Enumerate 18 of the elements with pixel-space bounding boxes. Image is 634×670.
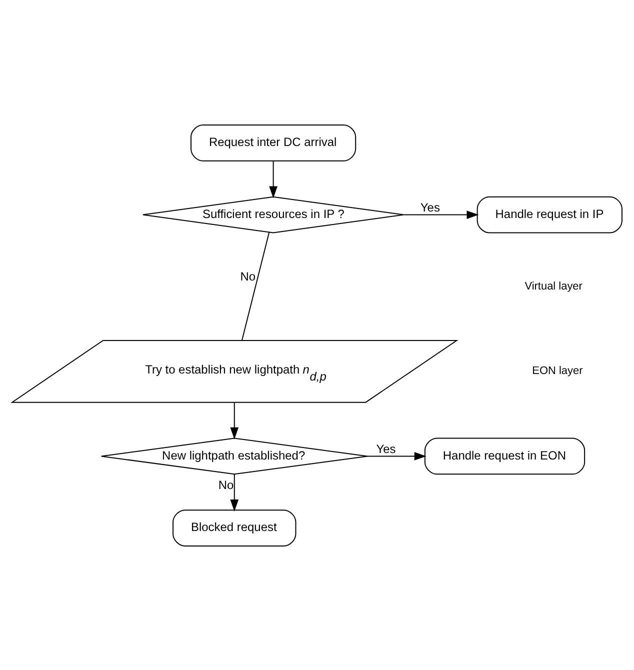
label: EON layer (532, 364, 583, 377)
node-box: Request inter DC arrival (190, 124, 356, 161)
connector (242, 231, 270, 340)
label: Virtual layer (524, 280, 582, 292)
arrow (269, 160, 278, 198)
node-box: Blocked request (172, 509, 296, 546)
edge-label: Yes (376, 441, 396, 456)
node-diamond: New lightpath established? (100, 437, 368, 474)
arrow (230, 473, 239, 511)
arrow (366, 452, 426, 460)
edge-label: Yes (420, 200, 440, 214)
node-box: Handle request in EON (424, 437, 586, 474)
node-diamond: Sufficient resources in IP ? (142, 196, 404, 233)
edge-label: No (218, 477, 234, 492)
edge-label: No (240, 268, 256, 283)
arrow (403, 210, 479, 218)
node-box: Handle request in IP (476, 196, 622, 233)
arrow (230, 402, 239, 439)
